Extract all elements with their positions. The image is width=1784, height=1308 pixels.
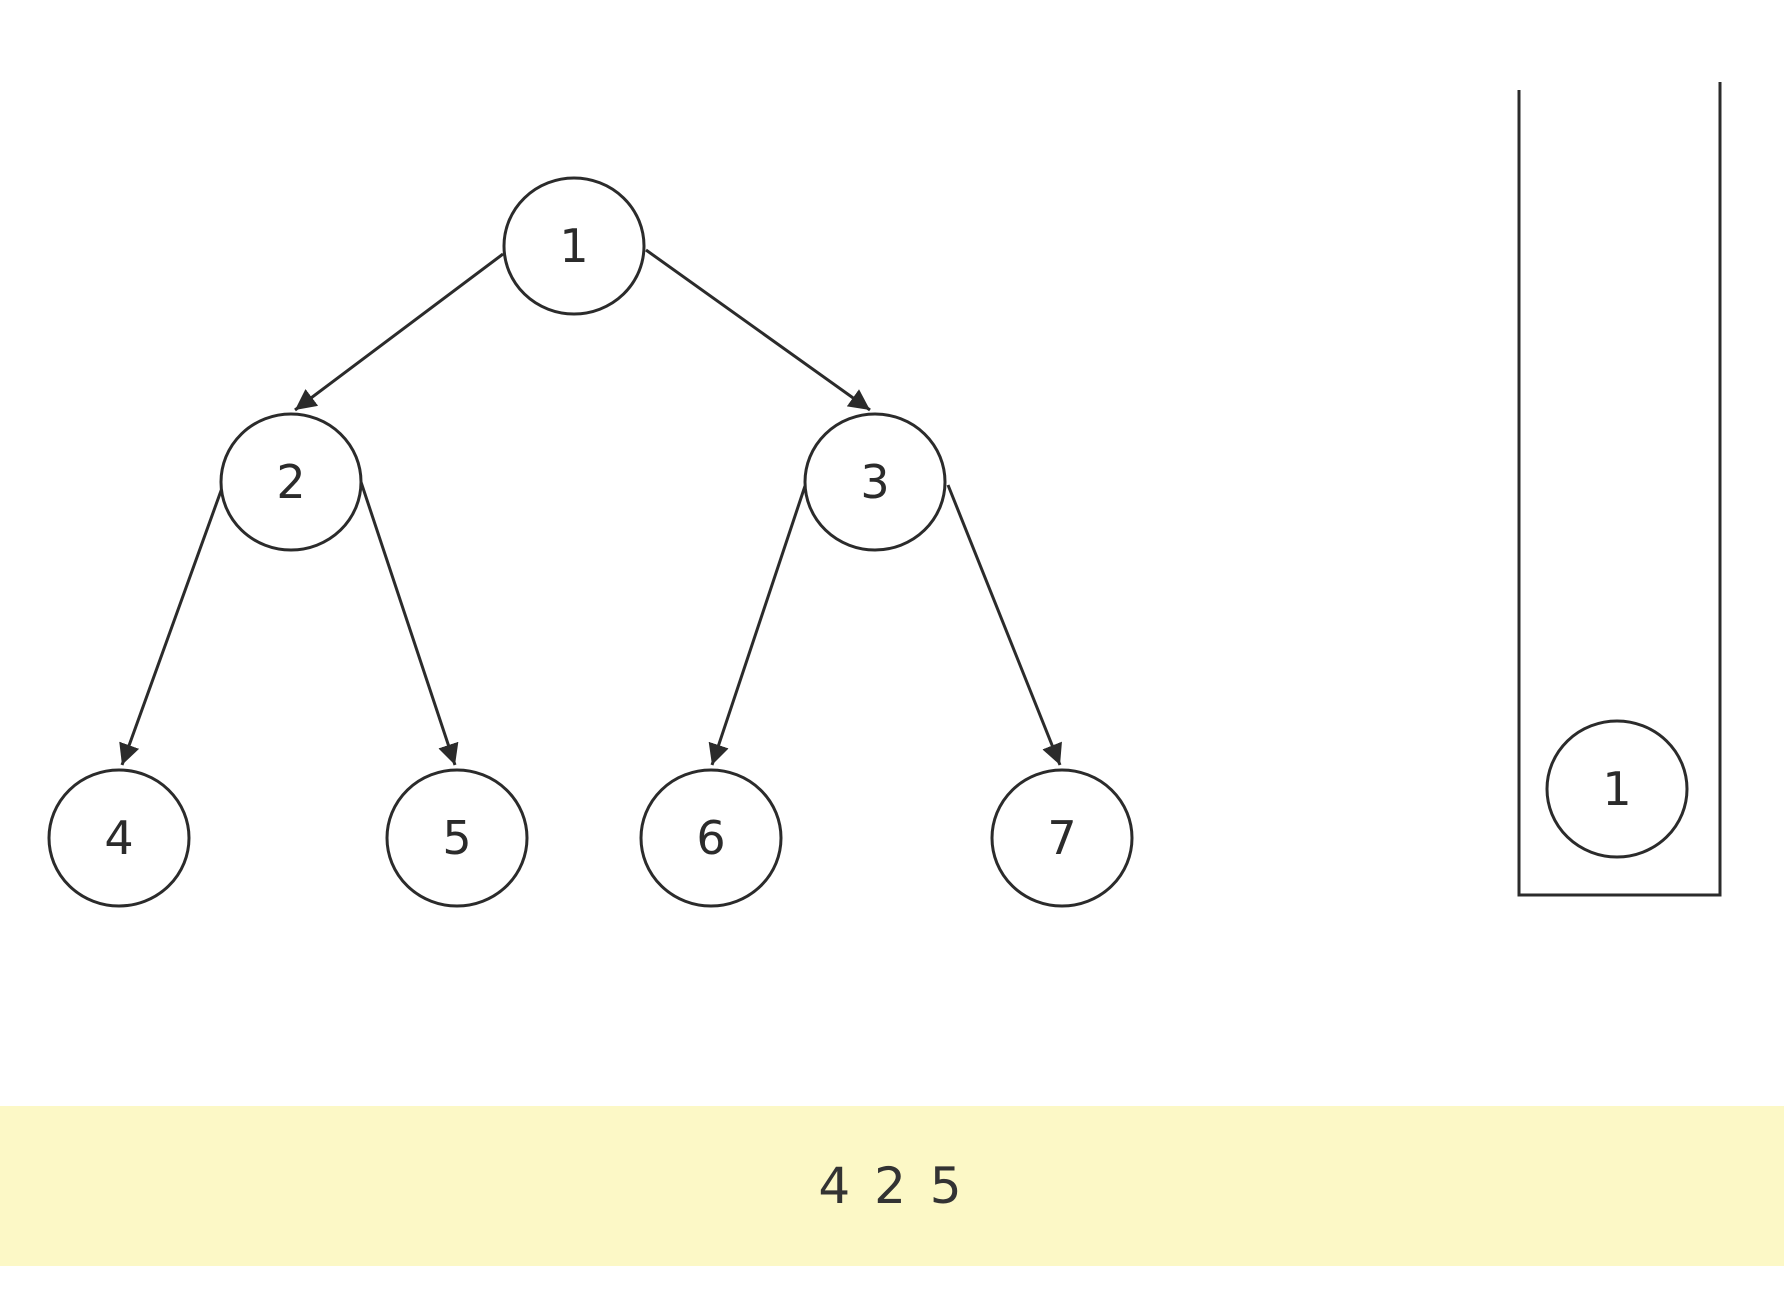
tree-node-2: 2 [219,412,363,552]
tree-node-3-label: 3 [860,455,889,509]
stack-item-1-label: 1 [1602,762,1631,816]
tree-node-6-label: 6 [696,811,725,865]
edge-1-3 [645,248,871,412]
edge-2-5 [359,481,459,766]
tree-node-1: 1 [502,176,646,316]
tree-node-3: 3 [803,412,947,552]
stack-item-1: 1 [1545,719,1689,859]
tree-node-5-label: 5 [442,811,471,865]
output-panel: 4 2 5 [0,1106,1784,1266]
tree-node-1-label: 1 [559,219,588,273]
tree-node-5: 5 [385,768,529,908]
tree-node-2-label: 2 [276,455,305,509]
tree-node-7-label: 7 [1047,811,1076,865]
output-sequence: 4 2 5 [818,1157,966,1215]
stack-container [1517,82,1722,897]
edge-2-4 [119,487,224,766]
edge-3-7 [946,484,1062,766]
tree-nodes: 1 2 3 4 5 6 7 [47,176,1134,908]
tree-node-6: 6 [639,768,783,908]
stack: 1 [1517,82,1722,897]
tree-node-4: 4 [47,768,191,908]
edge-3-6 [708,485,807,766]
tree-node-4-label: 4 [104,811,133,865]
edge-1-2 [294,252,504,412]
tree-node-7: 7 [990,768,1134,908]
tree-edges [119,248,1062,766]
